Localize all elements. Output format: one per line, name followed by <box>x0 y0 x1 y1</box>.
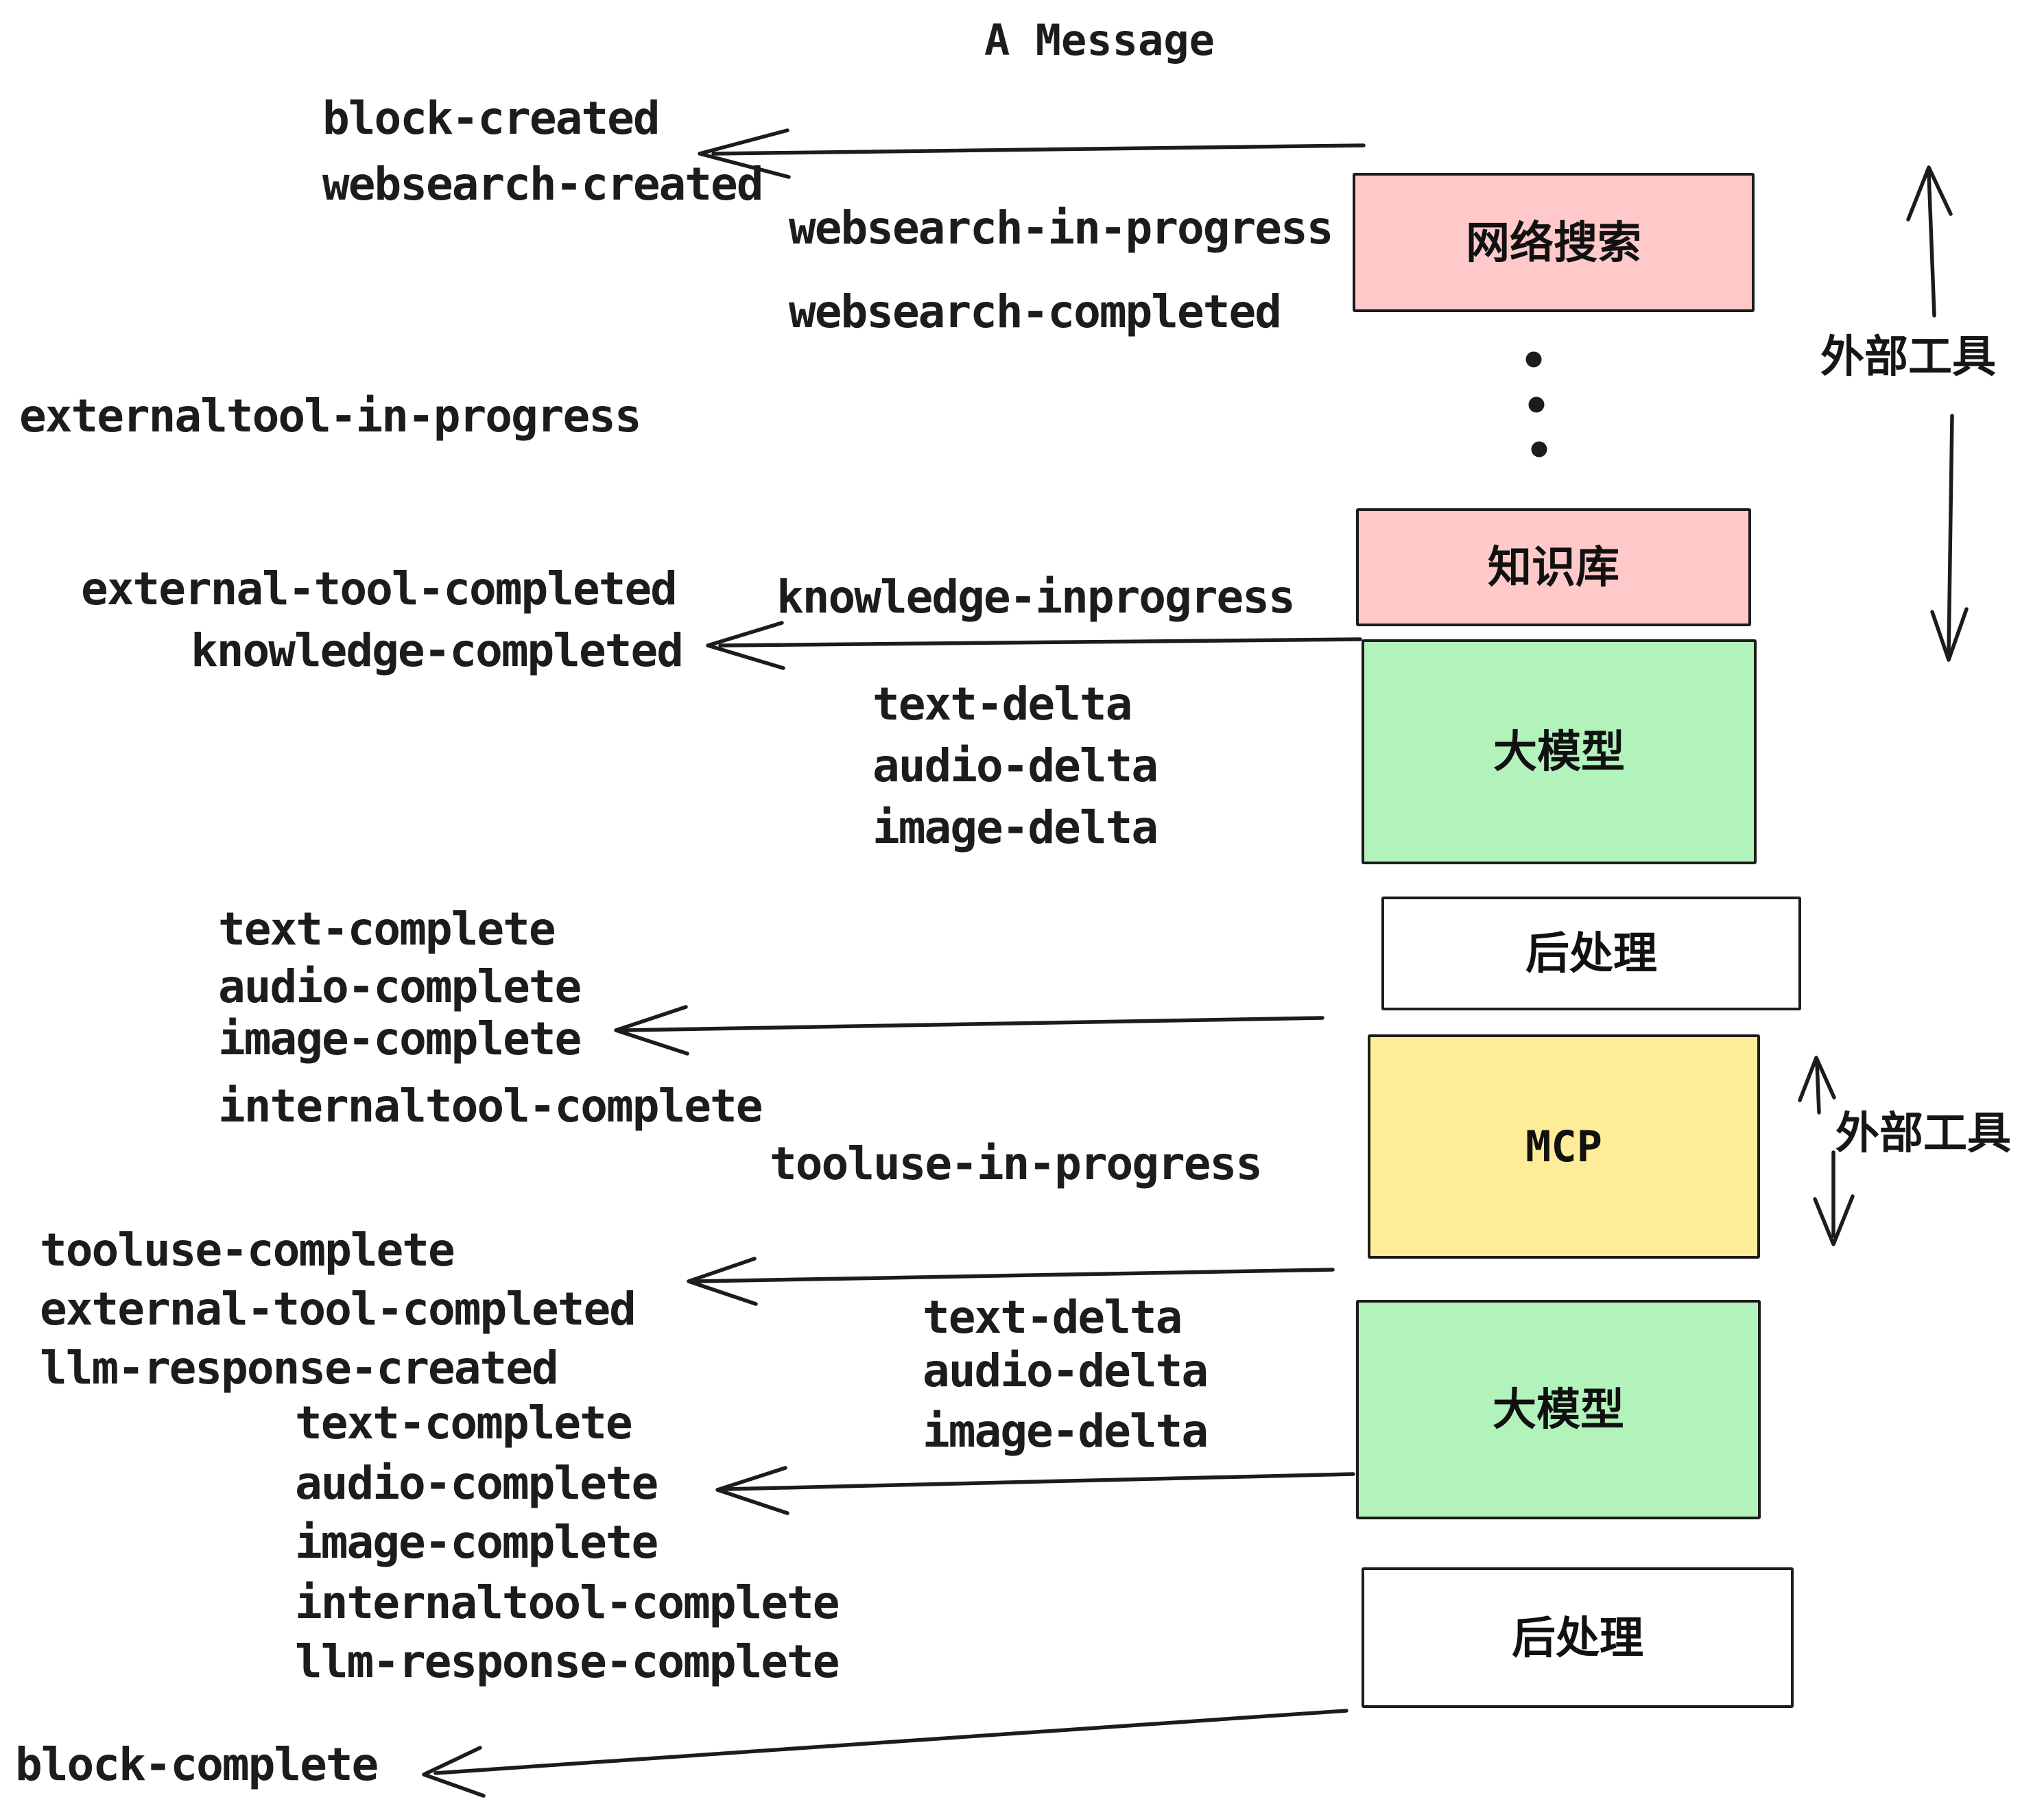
arrow-external-up-1 <box>1906 165 1953 318</box>
event-label-internaltool-complete-1: internaltool-complete <box>218 1080 763 1132</box>
node-mcp-label: MCP <box>1525 1121 1602 1172</box>
event-label-audio-complete-2: audio-complete <box>295 1457 658 1510</box>
event-label-internaltool-complete-2: internaltool-complete <box>295 1576 840 1629</box>
node-llm-2: 大模型 <box>1356 1300 1761 1519</box>
event-label-websearch-in-progress: websearch-in-progress <box>789 202 1333 254</box>
event-label-external-tool-completed-1: external-tool-completed <box>81 562 678 615</box>
event-label-llm-response-complete: llm-response-complete <box>295 1635 840 1688</box>
arrow-external-down-1 <box>1930 414 1969 662</box>
ellipsis-dots-icon <box>1525 351 1547 458</box>
event-label-text-complete-1: text-complete <box>218 903 556 956</box>
event-label-external-tool-completed-2: external-tool-completed <box>40 1283 637 1336</box>
node-postprocess-1-label: 后处理 <box>1525 929 1657 978</box>
node-websearch-label: 网络搜索 <box>1466 217 1641 268</box>
event-label-text-delta-1: text-delta <box>872 678 1132 731</box>
event-label-externaltool-in-progress: externaltool-in-progress <box>19 390 642 442</box>
event-label-knowledge-inprogress: knowledge-inprogress <box>776 571 1296 624</box>
event-label-audio-delta-2: audio-delta <box>923 1344 1209 1397</box>
side-label-external-tools-bottom: 外部工具 <box>1835 1108 2011 1158</box>
event-label-audio-complete-1: audio-complete <box>218 960 582 1013</box>
event-label-text-delta-2: text-delta <box>923 1291 1183 1344</box>
node-postprocess-2: 后处理 <box>1362 1567 1794 1708</box>
event-label-llm-response-created: llm-response-created <box>40 1342 559 1394</box>
node-websearch: 网络搜索 <box>1353 173 1755 312</box>
event-label-websearch-created: websearch-created <box>322 158 764 211</box>
node-llm-1: 大模型 <box>1362 639 1757 864</box>
arrow-image-complete <box>614 1005 1324 1056</box>
side-label-external-tools-top: 外部工具 <box>1820 332 1996 381</box>
event-label-tooluse-in-progress: tooluse-in-progress <box>770 1137 1263 1190</box>
arrow-tooluse-complete <box>687 1257 1335 1306</box>
event-label-tooluse-complete: tooluse-complete <box>40 1224 455 1277</box>
event-label-websearch-completed: websearch-completed <box>789 285 1282 338</box>
event-label-knowledge-completed: knowledge-completed <box>191 624 684 677</box>
arrow-external-up-2 <box>1798 1056 1836 1115</box>
event-label-block-complete: block-complete <box>15 1738 379 1791</box>
arrow-audio-complete <box>715 1466 1355 1515</box>
node-mcp: MCP <box>1368 1034 1760 1259</box>
node-llm-2-label: 大模型 <box>1493 1385 1624 1434</box>
arrow-knowledge-completed <box>706 621 1362 670</box>
arrow-block-created <box>698 128 1366 179</box>
event-label-audio-delta-1: audio-delta <box>872 739 1158 792</box>
event-label-text-complete-2: text-complete <box>295 1397 633 1449</box>
node-llm-1-label: 大模型 <box>1493 727 1625 776</box>
diagram-title: A Message <box>984 15 1215 65</box>
event-label-block-created: block-created <box>322 92 661 145</box>
event-label-image-complete-1: image-complete <box>218 1012 582 1065</box>
node-postprocess-1: 后处理 <box>1381 897 1801 1010</box>
node-knowledge-label: 知识库 <box>1488 543 1619 592</box>
arrow-block-complete <box>422 1709 1348 1798</box>
arrow-external-down-2 <box>1813 1150 1855 1246</box>
event-label-image-delta-1: image-delta <box>872 801 1158 854</box>
node-knowledge: 知识库 <box>1356 508 1751 626</box>
node-postprocess-2-label: 后处理 <box>1512 1613 1643 1663</box>
event-label-image-complete-2: image-complete <box>295 1516 658 1569</box>
event-label-image-delta-2: image-delta <box>923 1405 1209 1458</box>
